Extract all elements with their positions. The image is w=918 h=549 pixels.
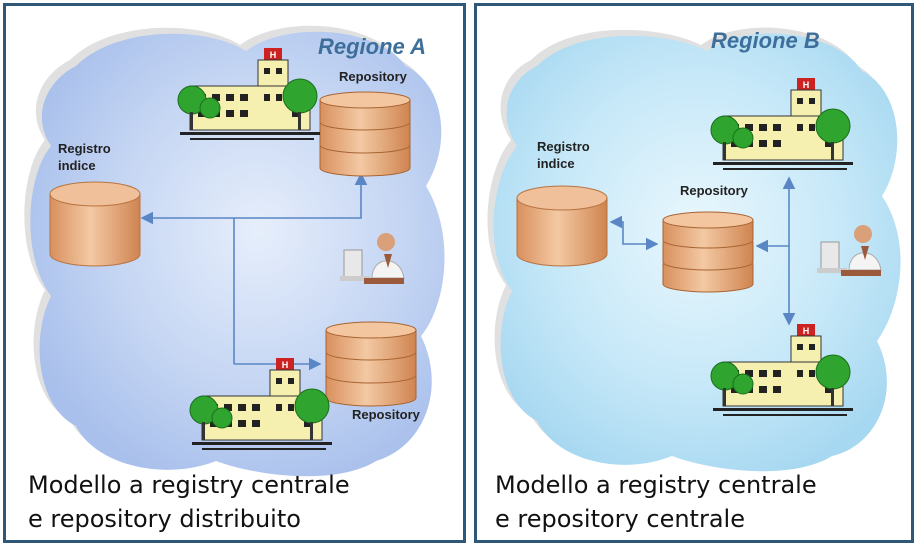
doctor-computer-icon bbox=[340, 233, 405, 284]
caption: Modello a registry centrale e repository… bbox=[495, 468, 817, 536]
svg-text:H: H bbox=[282, 360, 289, 370]
caption-line: Modello a registry centrale bbox=[495, 471, 817, 499]
svg-text:H: H bbox=[270, 50, 277, 60]
panel-regione-b: H H bbox=[474, 3, 914, 543]
hospital-icon: H bbox=[177, 48, 320, 140]
caption-line: e repository centrale bbox=[495, 505, 745, 533]
panel-regione-a: H H bbox=[3, 3, 466, 543]
connection-lines bbox=[609, 176, 796, 326]
repository-label: Repository bbox=[339, 69, 407, 84]
caption-line: e repository distribuito bbox=[28, 505, 301, 533]
registry-label-line: indice bbox=[58, 158, 96, 173]
repository-database-icon bbox=[325, 321, 417, 407]
registry-label: Registro indice bbox=[537, 138, 590, 172]
repository-label: Repository bbox=[352, 407, 420, 422]
caption: Modello a registry centrale e repository… bbox=[28, 468, 350, 536]
hospital-icon: H bbox=[710, 78, 853, 170]
registry-database-icon bbox=[516, 185, 608, 267]
repository-database-icon bbox=[319, 91, 411, 177]
diagram-regione-a: H H bbox=[24, 25, 445, 477]
registry-database-icon bbox=[49, 181, 141, 267]
svg-text:H: H bbox=[803, 80, 810, 90]
repository-label: Repository bbox=[680, 183, 748, 198]
registry-label-line: indice bbox=[537, 156, 575, 171]
region-title: Regione B bbox=[711, 28, 820, 53]
doctor-computer-icon bbox=[817, 225, 882, 276]
registry-label: Registro indice bbox=[58, 140, 111, 174]
connection-lines bbox=[140, 172, 368, 371]
region-title: Regione A bbox=[318, 34, 426, 59]
registry-label-line: Registro bbox=[58, 141, 111, 156]
repository-database-icon bbox=[662, 211, 754, 293]
diagram-regione-b: H H bbox=[487, 27, 901, 472]
svg-text:H: H bbox=[803, 326, 810, 336]
caption-line: Modello a registry centrale bbox=[28, 471, 350, 499]
hospital-icon: H bbox=[710, 324, 853, 416]
registry-label-line: Registro bbox=[537, 139, 590, 154]
hospital-icon: H bbox=[189, 358, 332, 450]
